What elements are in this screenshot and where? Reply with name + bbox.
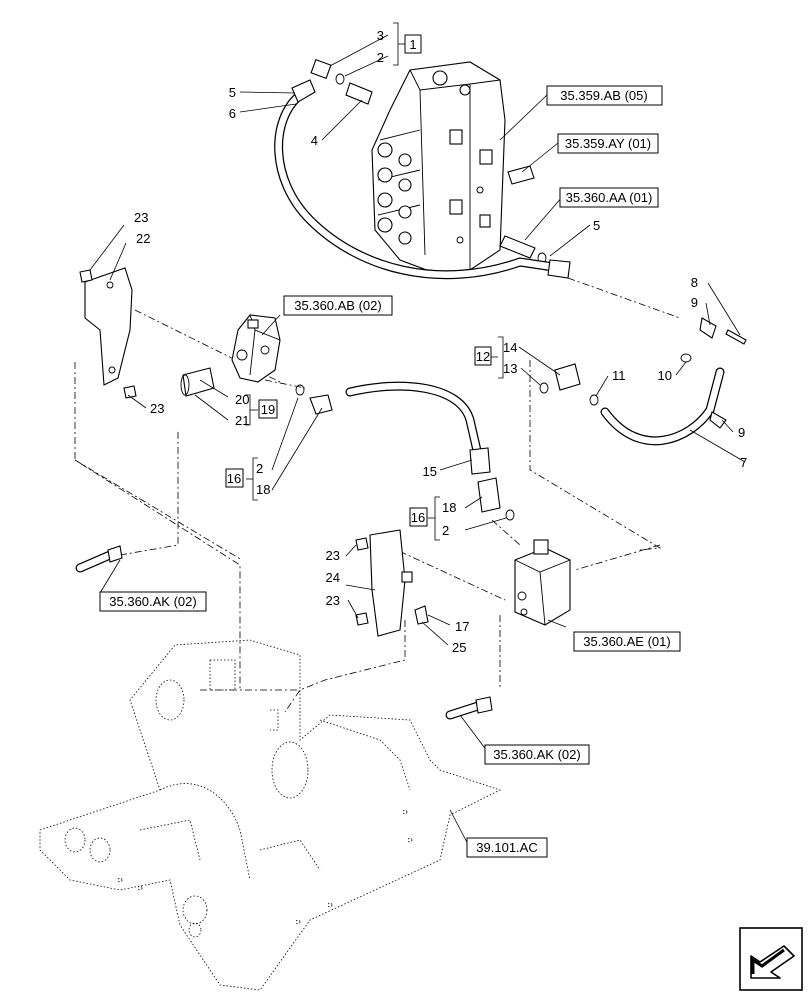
ref-label-35-359-ay: 35.359.AY (01) xyxy=(565,136,651,151)
hose-6 xyxy=(274,79,571,280)
valve-block xyxy=(514,539,571,626)
leader-lines xyxy=(89,34,746,849)
part-label-22: 22 xyxy=(136,231,150,246)
arrow-nav-icon[interactable] xyxy=(739,927,803,991)
part-label-2a: 2 xyxy=(377,50,384,65)
ref-box-35-359-ab[interactable] xyxy=(546,85,663,106)
part-label-20: 20 xyxy=(235,392,249,407)
pipe-stubs xyxy=(75,545,493,720)
bracket-22 xyxy=(79,267,137,399)
ref-box-35-360-ak-right[interactable] xyxy=(484,744,590,765)
part-label-23b: 23 xyxy=(150,401,164,416)
part-label-9b: 9 xyxy=(738,425,745,440)
part-label-7: 7 xyxy=(740,455,747,470)
part-label-25: 25 xyxy=(452,640,466,655)
part-label-5a: 5 xyxy=(229,85,236,100)
ref-label-39-101-ac: 39.101.AC xyxy=(476,840,537,855)
part-label-18b: 18 xyxy=(442,500,456,515)
ref-box-35-360-ae[interactable] xyxy=(573,631,681,652)
connection-lines xyxy=(74,267,681,713)
group-brackets xyxy=(245,22,504,541)
part-box-16b xyxy=(409,507,428,527)
part-label-1: 1 xyxy=(409,37,416,52)
part-box-1 xyxy=(404,34,422,54)
part-label-23a: 23 xyxy=(134,210,148,225)
part-label-21: 21 xyxy=(235,413,249,428)
ref-label-35-360-aa: 35.360.AA (01) xyxy=(566,190,653,205)
part-label-8: 8 xyxy=(691,275,698,290)
part-label-5b: 5 xyxy=(593,218,600,233)
part-label-6: 6 xyxy=(229,106,236,121)
part-label-23c: 23 xyxy=(326,548,340,563)
part-label-13: 13 xyxy=(503,361,517,376)
ref-label-35-360-ak-left: 35.360.AK (02) xyxy=(109,594,196,609)
part-label-16b: 16 xyxy=(411,510,425,525)
part-label-12: 12 xyxy=(476,349,490,364)
part-label-19: 19 xyxy=(261,402,275,417)
part-box-12 xyxy=(474,346,492,366)
hose-7 xyxy=(539,317,747,446)
ref-box-35-359-ay[interactable] xyxy=(557,133,659,154)
valve-fittings xyxy=(310,58,547,264)
ref-label-35-360-ak-right: 35.360.AK (02) xyxy=(493,747,580,762)
part-label-18a: 18 xyxy=(256,482,270,497)
bracket-24 xyxy=(355,529,429,637)
part-label-9a: 9 xyxy=(691,295,698,310)
ref-box-35-360-ak-left[interactable] xyxy=(99,591,207,612)
part-label-23d: 23 xyxy=(326,593,340,608)
hose-15 xyxy=(345,381,491,475)
part-label-11: 11 xyxy=(612,368,626,383)
part-label-2c: 2 xyxy=(442,523,449,538)
part-label-17: 17 xyxy=(455,619,469,634)
part-label-2b: 2 xyxy=(256,461,263,476)
ref-box-35-360-ab[interactable] xyxy=(283,295,393,316)
ref-box-39-101-ac[interactable] xyxy=(466,837,548,858)
ref-label-35-359-ab: 35.359.AB (05) xyxy=(560,88,647,103)
frame-39-101 xyxy=(39,639,502,991)
ref-label-35-360-ab: 35.360.AB (02) xyxy=(294,298,381,313)
part-label-15: 15 xyxy=(423,464,437,479)
part-label-4: 4 xyxy=(311,133,318,148)
part-box-19 xyxy=(258,399,278,419)
elbow-fitting-18 xyxy=(477,477,515,521)
pilot-valve xyxy=(180,314,333,415)
control-valve xyxy=(371,61,506,276)
ref-label-35-360-ae: 35.360.AE (01) xyxy=(583,634,670,649)
ref-box-35-360-aa[interactable] xyxy=(559,187,659,208)
part-label-10: 10 xyxy=(658,368,672,383)
part-label-14: 14 xyxy=(503,340,517,355)
part-label-3: 3 xyxy=(377,28,384,43)
part-label-24: 24 xyxy=(326,570,340,585)
part-label-16a: 16 xyxy=(227,471,241,486)
part-box-16a xyxy=(225,468,244,488)
